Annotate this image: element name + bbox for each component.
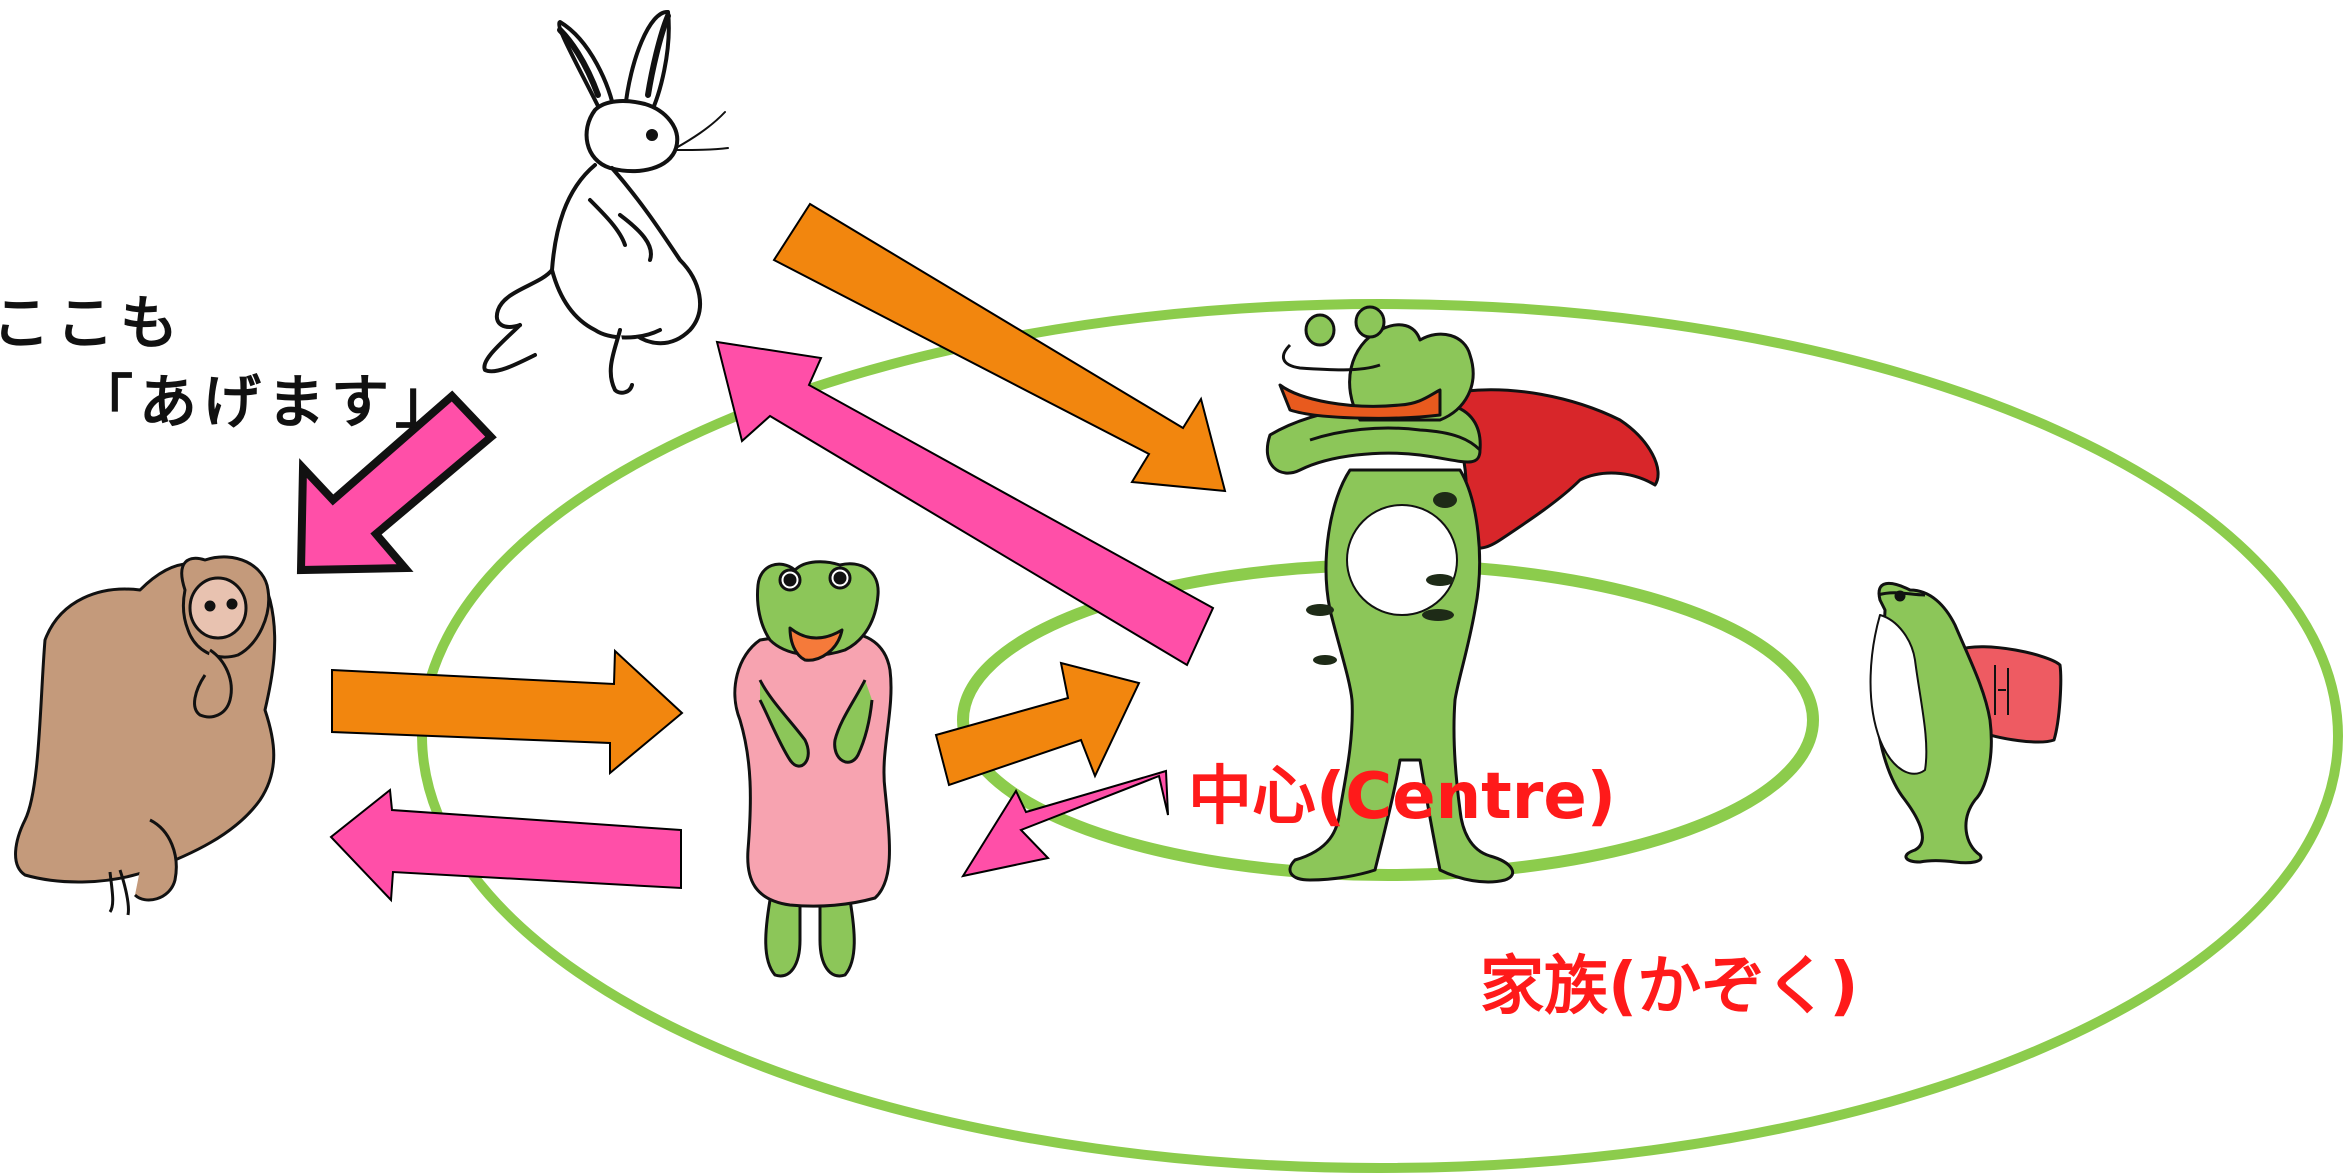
arrow-rabbit-to-hero-orange [772,202,1227,493]
annotation-line-1: ここも [0,289,185,357]
arrow-hero-to-rabbit-pink [715,340,1215,667]
annotation-line-2: 「あげます」 [75,368,460,436]
arrow-rabbit-to-monkey-pink [296,390,497,575]
center-label: 中心(Centre) [1188,760,1616,834]
pink-frog-icon [733,560,893,978]
hero-frog-icon [1265,305,1660,884]
arrow-monkey-to-pinkfrog-orange [331,648,684,776]
arrow-center-to-pinkfrog-pink [960,769,1169,878]
rabbit-icon [482,10,729,395]
arrow-pinkfrog-to-center-orange [934,661,1141,787]
arrow-pinkfrog-to-monkey-pink [329,788,682,903]
backpack-frog-icon [1869,581,2063,865]
monkey-icon [14,555,277,916]
family-label: 家族(かぞく) [1480,950,1859,1024]
